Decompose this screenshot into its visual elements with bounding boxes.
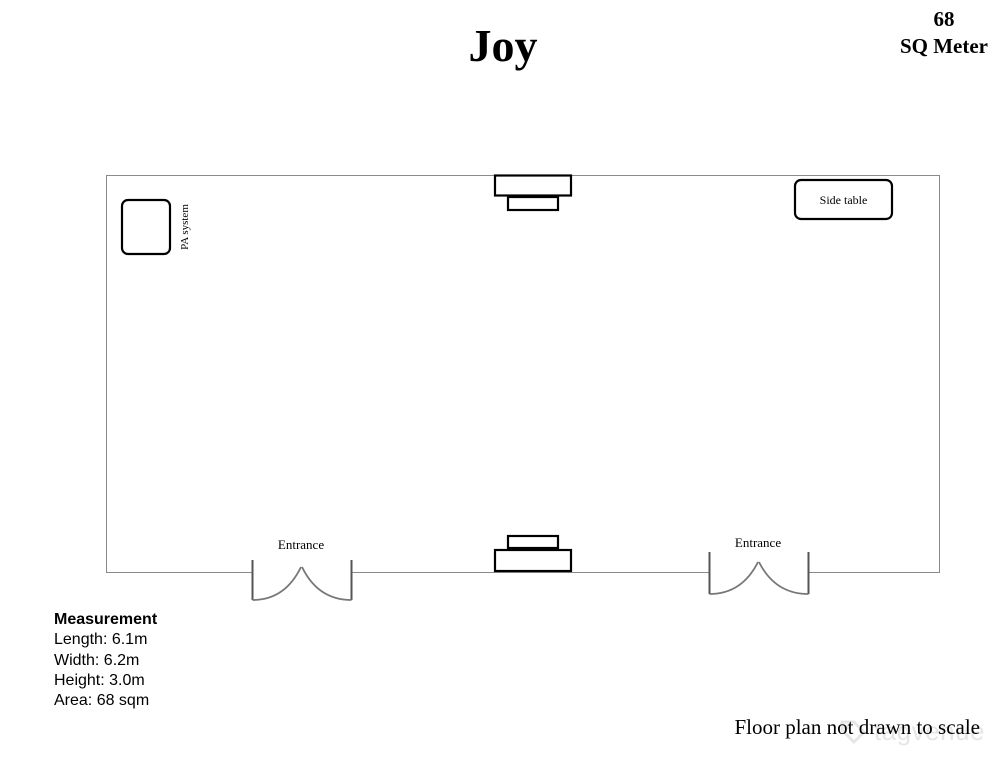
watermark-brand: tagvenue [874,716,985,746]
measurement-length: Length: 6.1m [54,631,148,649]
scale-disclaimer: Floor plan not drawn to scale [734,715,980,739]
measurement-panel: Measurement Length: 6.1m Width: 6.2m Hei… [54,610,157,711]
measurement-area: Area: 68 sqm [54,692,150,710]
room-outline [106,175,940,573]
entrance-left-gap [253,569,351,576]
measurement-width: Width: 6.2m [54,651,140,669]
entrance-right-door-swing [758,561,809,595]
side-table: Side table [793,178,894,221]
entrance-left: Entrance [251,537,353,601]
bottom-platform [493,534,573,573]
entrance-left-label: Entrance [278,537,324,552]
pa-system: PA system [120,198,191,256]
entrance-left-door-swing [301,566,352,601]
pa-system-box [120,198,172,256]
area-summary: 68 SQ Meter [900,6,988,60]
top-platform [493,174,573,212]
venue-title: Joy [468,20,538,71]
area-value: 68 [933,7,955,31]
side-table-box [793,178,894,221]
bottom-platform-large [493,548,573,573]
pa-system-label: PA system [179,204,191,250]
tagvenue-logo-icon [840,720,867,745]
entrance-right-door-swing [709,561,759,595]
measurement-height: Height: 3.0m [54,671,145,689]
top-platform-small [506,195,560,212]
top-platform-large [493,174,573,197]
area-unit: SQ Meter [899,34,988,58]
entrance-right-gap [710,569,808,576]
entrance-right: Entrance [708,535,810,595]
entrance-right-label: Entrance [735,535,781,550]
entrance-left-door-swing [252,566,302,601]
measurement-heading: Measurement [54,611,158,628]
bottom-platform-small [506,534,560,550]
side-table-label: Side table [820,193,868,207]
watermark-logo: tagvenue [838,712,998,752]
